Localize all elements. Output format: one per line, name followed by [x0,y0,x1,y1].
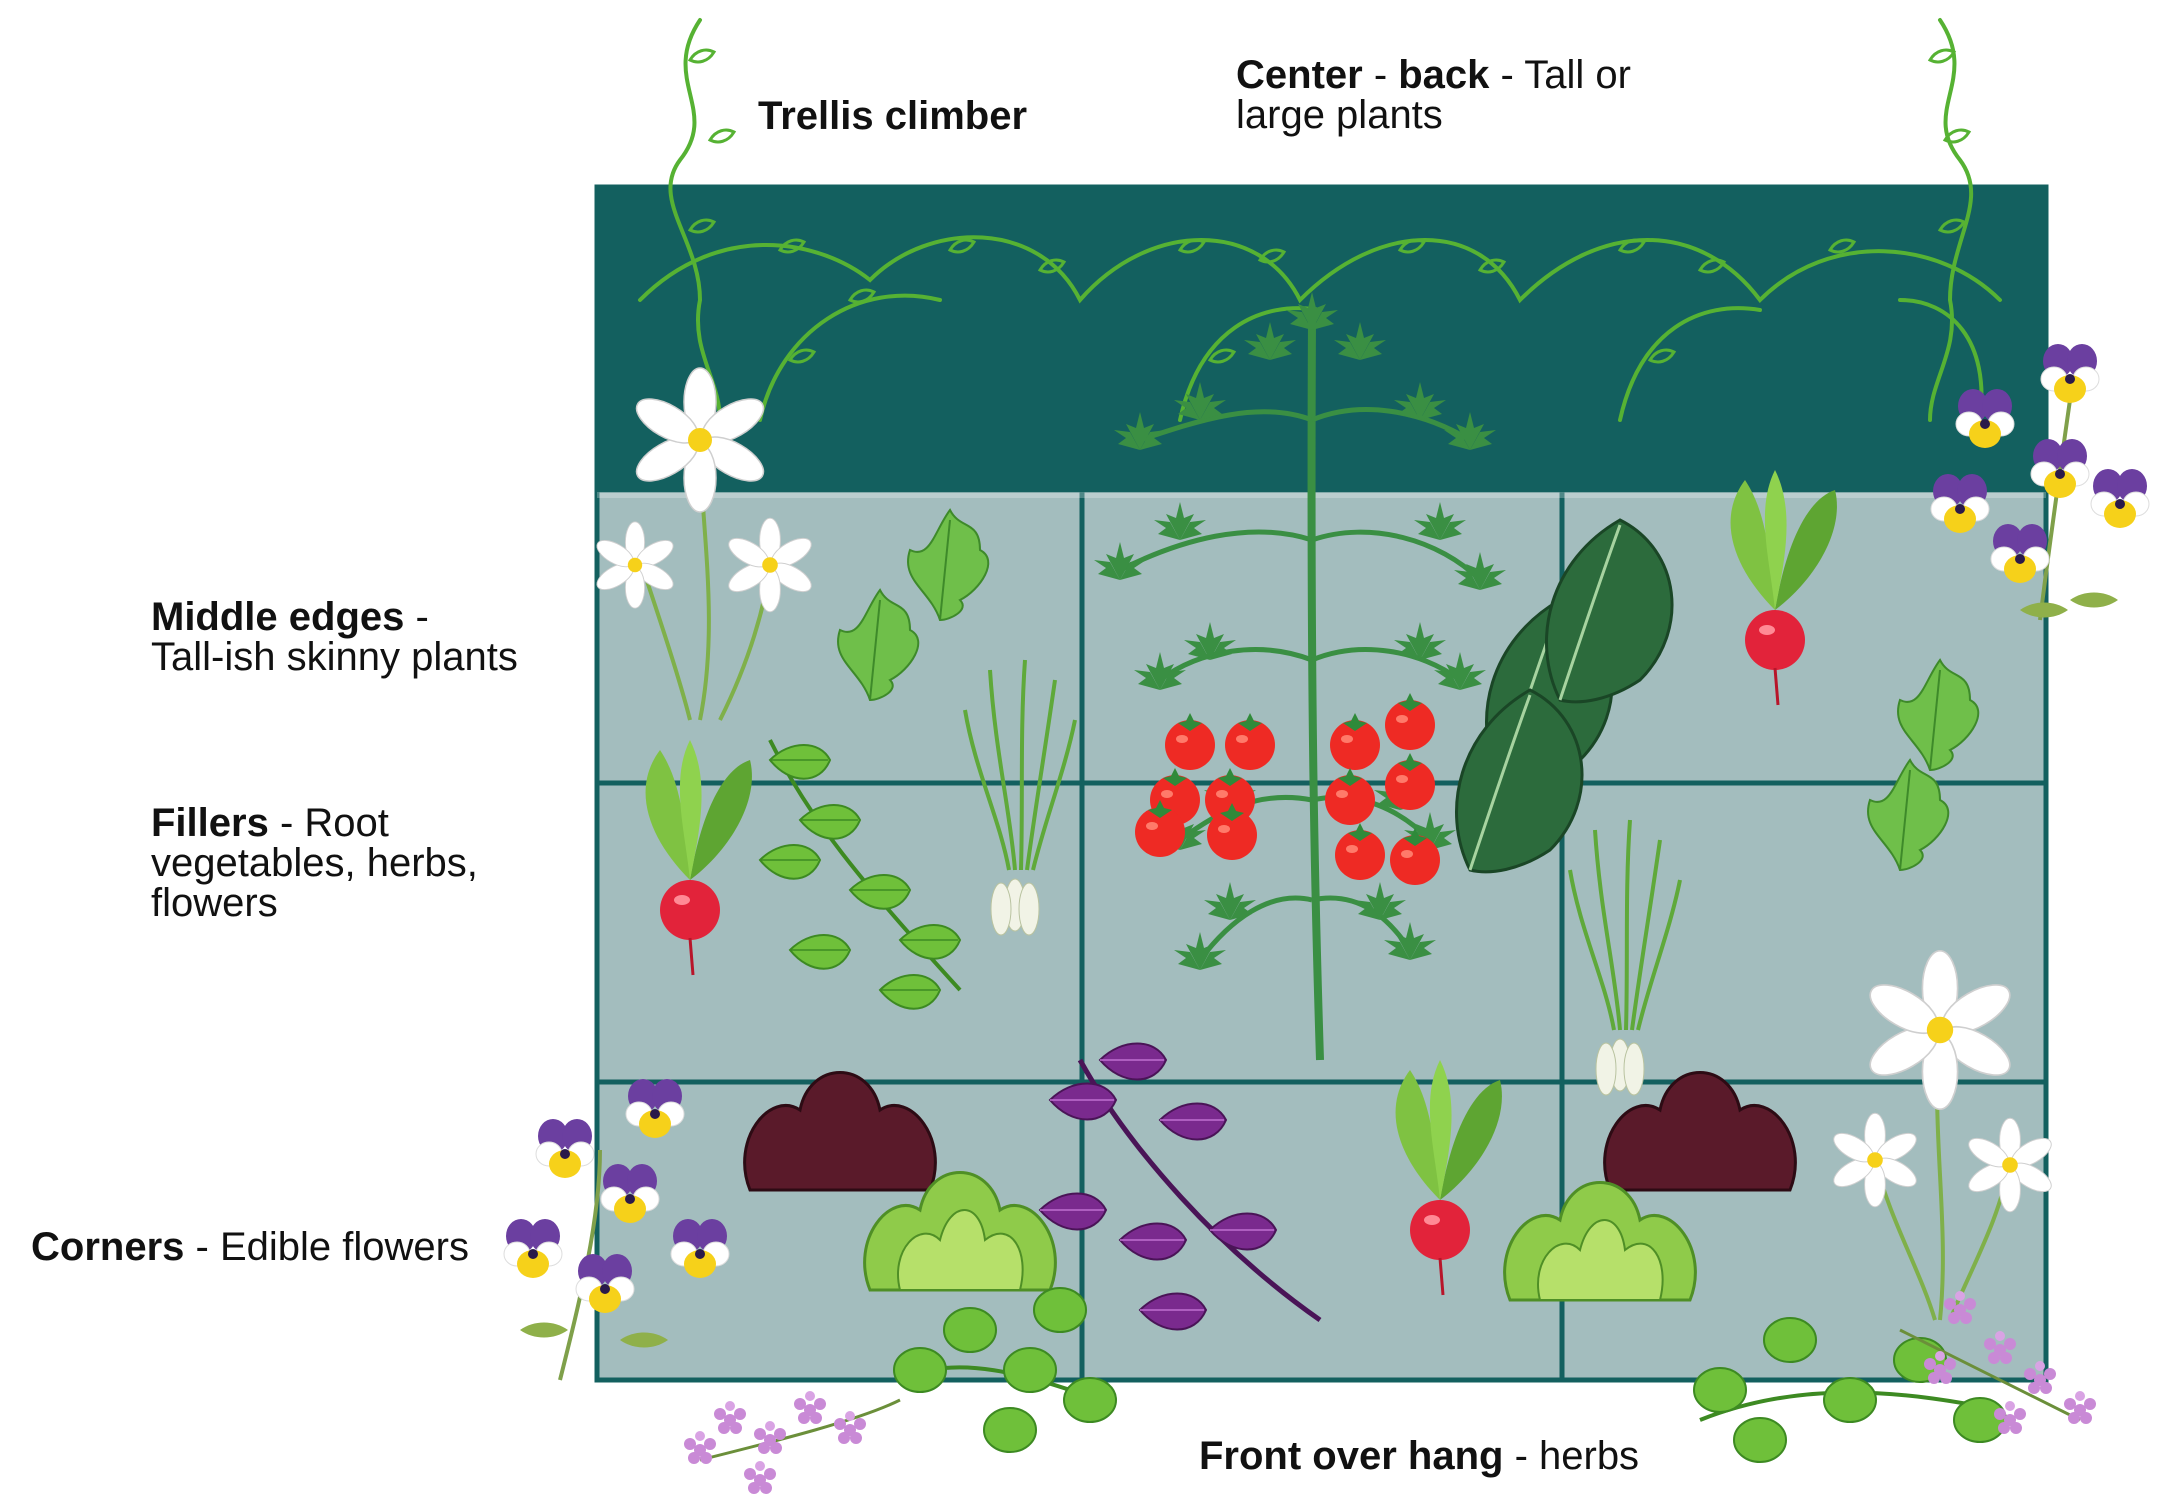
label-middle-edges-bold: Middle edges [151,595,404,639]
label-front-rest: - herbs [1503,1434,1639,1478]
label-fillers-line2: vegetables, herbs, [151,843,478,883]
label-corners: Corners - Edible flowers [31,1227,469,1267]
label-center-back: Center - back - Tall or large plants [1236,55,1631,135]
label-center-sep: - [1363,53,1399,97]
label-corners-rest: - Edible flowers [184,1225,469,1269]
label-trellis-bold: Trellis climber [758,94,1027,138]
bed-back-band [597,187,2046,492]
label-fillers-rest: - Root [269,801,389,845]
label-fillers-line1: Fillers - Root [151,803,478,843]
label-middle-edges-line2: Tall-ish skinny plants [151,637,518,677]
label-trellis-climber: Trellis climber [758,96,1027,136]
label-center-back-line1: Center - back - Tall or [1236,55,1631,95]
label-corners-bold: Corners [31,1225,184,1269]
label-fillers-bold: Fillers [151,801,269,845]
label-middle-edges: Middle edges - Tall-ish skinny plants [151,597,518,677]
label-center-rest: - Tall or [1489,53,1631,97]
label-back-bold: back [1398,53,1489,97]
label-fillers: Fillers - Root vegetables, herbs, flower… [151,803,478,923]
label-center-back-line2: large plants [1236,95,1631,135]
label-fillers-line3: flowers [151,883,478,923]
label-middle-edges-line1: Middle edges - [151,597,518,637]
label-front-bold: Front over hang [1199,1434,1503,1478]
label-front-overhang: Front over hang - herbs [1199,1436,1639,1476]
label-middle-edges-rest: - [404,595,428,639]
label-center-bold: Center [1236,53,1363,97]
